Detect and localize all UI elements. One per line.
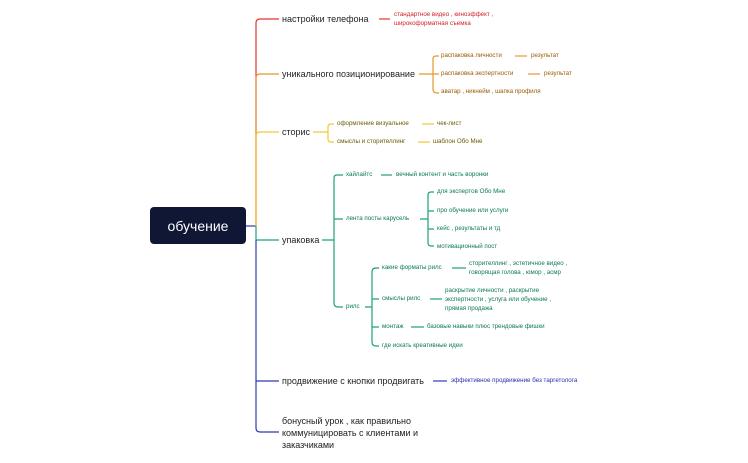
topic-stories[interactable]: сторис — [282, 127, 311, 137]
connector-positioning-children — [419, 55, 439, 94]
topic-positioning[interactable]: уникального позиционирование — [282, 69, 415, 79]
feed-motivational[interactable]: мотивационный пост — [437, 243, 498, 250]
stories-template[interactable]: шаблон Обо Мне — [433, 138, 483, 145]
positioning-expertise[interactable]: распаковка экспертности — [441, 70, 514, 77]
topic-bonus-line2[interactable]: коммуницировать с клиентами и — [282, 428, 419, 438]
connector-settings — [255, 18, 279, 226]
connector-packaging-children — [322, 174, 343, 308]
feed-about-services[interactable]: про обучение или услуги — [437, 207, 509, 214]
packaging-highlights[interactable]: хайлайтс — [346, 171, 373, 178]
settings-detail-line2[interactable]: широкоформатная съемка — [394, 20, 471, 27]
positioning-avatar[interactable]: аватар , никнейм , шапка профиля — [441, 88, 541, 95]
reels-ideas[interactable]: где искать креативные идеи — [382, 342, 463, 349]
connector-stories-children — [313, 123, 334, 143]
reels-formats-detail-line2[interactable]: говорящая голова , юмор , асмр — [469, 269, 562, 276]
connector-feed-children — [420, 191, 434, 247]
promotion-detail[interactable]: эффективное продвижение без таргетолога — [451, 377, 578, 384]
packaging-feed[interactable]: лента посты карусель — [346, 215, 410, 222]
feed-about-me[interactable]: для экспертов Обо Мне — [437, 188, 506, 195]
reels-formats[interactable]: какие форматы рилс — [382, 264, 442, 271]
topic-settings[interactable]: настройки телефона — [282, 14, 369, 24]
connector-reels-children — [365, 267, 379, 347]
positioning-personality[interactable]: распаковка личности — [441, 52, 502, 59]
settings-detail-line1[interactable]: стандартное видео , киноэффект , — [394, 11, 494, 18]
stories-checklist[interactable]: чек-лист — [437, 120, 462, 127]
connector-packaging — [255, 226, 279, 241]
root-node[interactable]: обучение — [150, 207, 246, 244]
stories-storytelling[interactable]: смыслы и сторителлинг — [337, 138, 406, 145]
topic-promotion[interactable]: продвижение с кнопки продвигать — [282, 376, 424, 386]
topic-bonus-line1[interactable]: бонусный урок , как правильно — [282, 416, 412, 426]
connector-positioning — [255, 73, 279, 226]
reels-meanings-detail-line1[interactable]: раскрытие личности , раскрытие — [445, 287, 540, 294]
reels-montage[interactable]: монтаж — [382, 323, 404, 330]
feed-cases[interactable]: кейс , результаты и тд — [437, 225, 501, 232]
reels-meanings-detail-line2[interactable]: экспертности , услуга или обучение , — [445, 296, 552, 303]
reels-meanings[interactable]: смыслы рилс — [382, 295, 421, 302]
stories-visual[interactable]: оформление визуальное — [337, 120, 409, 127]
packaging-reels[interactable]: рилс — [346, 303, 360, 310]
highlights-detail[interactable]: вечный контент и часть воронки — [396, 171, 489, 178]
reels-montage-detail[interactable]: базовые навыки плюс трендовые фишки — [427, 323, 545, 330]
positioning-expertise-result[interactable]: результат — [544, 70, 572, 77]
topic-packaging[interactable]: упаковка — [282, 235, 320, 245]
positioning-personality-result[interactable]: результат — [531, 52, 559, 59]
topic-bonus-line3[interactable]: заказчиками — [282, 440, 335, 450]
reels-meanings-detail-line3[interactable]: прямая продажа — [445, 305, 493, 312]
reels-formats-detail-line1[interactable]: сторителлинг , эстетичное видео , — [469, 260, 568, 267]
connector-bonus — [255, 381, 279, 433]
connector-promotion — [255, 240, 279, 382]
connector-stories — [255, 131, 279, 226]
